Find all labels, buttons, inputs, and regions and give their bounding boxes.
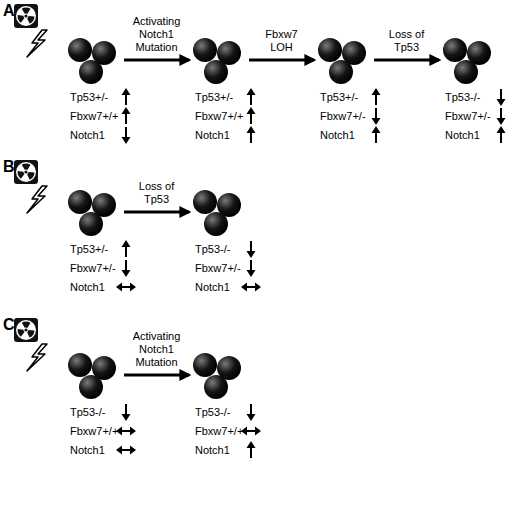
trend-arrow bbox=[247, 88, 256, 105]
transition-arrow bbox=[124, 374, 189, 377]
genotype-label: Fbxw7+/+ bbox=[195, 107, 247, 126]
genotype-label: Tp53-/- bbox=[70, 403, 122, 422]
trend-arrow bbox=[247, 126, 256, 143]
trend-arrow bbox=[497, 89, 506, 106]
genotype-label: Notch1 bbox=[70, 441, 122, 460]
cell-cluster bbox=[318, 38, 366, 84]
genotype-label: Fbxw7+/+ bbox=[195, 422, 247, 441]
cell-population: Tp53-/-Fbxw7+/-Notch1 bbox=[445, 34, 497, 145]
genotype-label: Notch1 bbox=[445, 126, 497, 145]
cell-population: Tp53+/-Fbxw7+/+Notch1 bbox=[70, 34, 122, 145]
genotype-label: Notch1 bbox=[195, 441, 247, 460]
trend-arrow bbox=[247, 260, 256, 277]
genotype-label: Tp53-/- bbox=[195, 403, 247, 422]
genotype-label: Fbxw7+/- bbox=[445, 107, 497, 126]
event-label: Activating Notch1 Mutation bbox=[128, 15, 186, 54]
lightning-bolt bbox=[27, 186, 47, 213]
cell-cluster bbox=[193, 353, 241, 399]
genotype-label: Fbxw7+/+ bbox=[70, 422, 122, 441]
genotype-label: Fbxw7+/- bbox=[70, 259, 122, 278]
genotype-label: Tp53+/- bbox=[70, 240, 122, 259]
trend-arrow bbox=[116, 446, 136, 455]
cell-population: Tp53-/-Fbxw7+/+Notch1 bbox=[70, 349, 122, 460]
trend-arrow bbox=[372, 126, 381, 143]
cell-cluster bbox=[443, 38, 491, 84]
radiation-icon bbox=[14, 4, 38, 28]
genotype-label: Fbxw7+/- bbox=[320, 107, 372, 126]
event-label: Activating Notch1 Mutation bbox=[128, 330, 186, 369]
lightning-bolt bbox=[27, 344, 47, 371]
cell-population: Tp53+/-Fbxw7+/+Notch1 bbox=[195, 34, 247, 145]
trend-arrow bbox=[241, 283, 261, 292]
trend-arrow bbox=[497, 108, 506, 125]
cell-cluster bbox=[193, 190, 241, 236]
event-label: Loss of Tp53 bbox=[128, 180, 186, 206]
trend-arrow bbox=[122, 127, 131, 144]
trend-arrow bbox=[241, 427, 261, 436]
trend-arrow bbox=[247, 441, 256, 458]
trend-arrow bbox=[122, 107, 131, 124]
transition-arrow bbox=[124, 59, 189, 62]
trend-arrow bbox=[247, 404, 256, 421]
cell-cluster bbox=[68, 353, 116, 399]
transition-arrow bbox=[124, 211, 189, 214]
trend-arrow bbox=[372, 108, 381, 125]
trend-arrow bbox=[122, 88, 131, 105]
genotype-label: Fbxw7+/- bbox=[195, 259, 247, 278]
genotype-label: Fbxw7+/+ bbox=[70, 107, 122, 126]
genotype-label: Notch1 bbox=[70, 126, 122, 145]
event-label: Fbxw7 LOH bbox=[262, 28, 302, 54]
radiation-icon bbox=[14, 160, 38, 184]
cell-population: Tp53-/-Fbxw7+/-Notch1 bbox=[195, 186, 247, 297]
radiation-icon bbox=[14, 318, 38, 342]
genotype-label: Tp53+/- bbox=[70, 88, 122, 107]
cell-cluster bbox=[193, 38, 241, 84]
cell-population: Tp53+/-Fbxw7+/-Notch1 bbox=[320, 34, 372, 145]
trend-arrow bbox=[122, 404, 131, 421]
genotype-label: Tp53-/- bbox=[195, 240, 247, 259]
event-label: Loss of Tp53 bbox=[378, 28, 436, 54]
trend-arrow bbox=[116, 283, 136, 292]
panel-letter: B bbox=[3, 158, 15, 176]
genotype-label: Notch1 bbox=[195, 278, 247, 297]
cell-population: Tp53+/-Fbxw7+/-Notch1 bbox=[70, 186, 122, 297]
cell-cluster bbox=[68, 38, 116, 84]
panel-letter: C bbox=[3, 316, 15, 334]
genotype-label: Notch1 bbox=[320, 126, 372, 145]
trend-arrow bbox=[116, 427, 136, 436]
trend-arrow bbox=[497, 126, 506, 143]
trend-arrow bbox=[372, 88, 381, 105]
cell-cluster bbox=[68, 190, 116, 236]
genotype-label: Tp53-/- bbox=[445, 88, 497, 107]
transition-arrow bbox=[374, 59, 439, 62]
genotype-label: Notch1 bbox=[70, 278, 122, 297]
cell-population: Tp53-/-Fbxw7+/+Notch1 bbox=[195, 349, 247, 460]
genotype-label: Tp53+/- bbox=[320, 88, 372, 107]
trend-arrow bbox=[122, 260, 131, 277]
trend-arrow bbox=[247, 241, 256, 258]
genotype-label: Tp53+/- bbox=[195, 88, 247, 107]
transition-arrow bbox=[249, 59, 314, 62]
trend-arrow bbox=[247, 107, 256, 124]
trend-arrow bbox=[122, 240, 131, 257]
genotype-label: Notch1 bbox=[195, 126, 247, 145]
panel-letter: A bbox=[3, 2, 15, 20]
lightning-bolt bbox=[27, 30, 47, 57]
